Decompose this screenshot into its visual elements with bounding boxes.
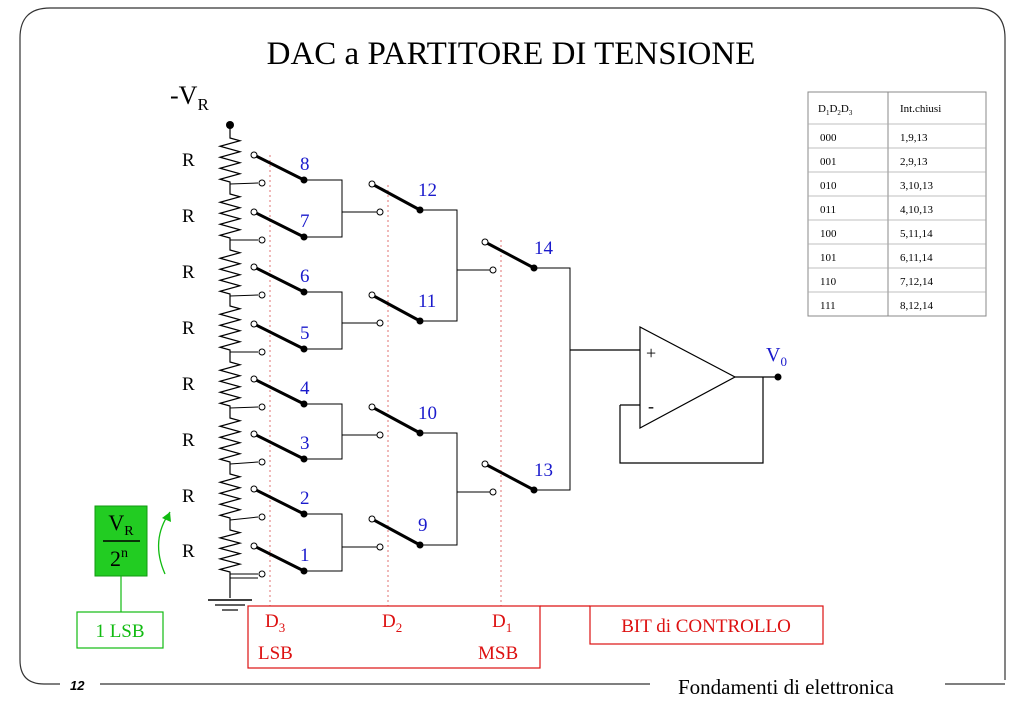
switch-label-1: 1 — [300, 545, 310, 566]
resistor-label: R — [182, 262, 195, 283]
switch-label-3: 3 — [300, 433, 310, 454]
resistor-label: R — [182, 430, 195, 451]
switch-7: 7 — [250, 208, 310, 244]
switch-8: 8 — [250, 151, 310, 187]
table-row-code: 011 — [820, 204, 836, 216]
table-row-code: 110 — [820, 276, 837, 288]
table-row-switches: 5,11,14 — [900, 228, 933, 240]
table-row-switches: 2,9,13 — [900, 156, 928, 168]
resistor-label: R — [182, 206, 195, 227]
table-row-switches: 1,9,13 — [900, 132, 928, 144]
bit-d2-label: D2 — [382, 611, 402, 635]
course-name: Fondamenti di elettronica — [678, 675, 894, 699]
table-row-code: 000 — [820, 132, 837, 144]
table-row-switches: 8,12,14 — [900, 300, 934, 312]
table-row-code: 010 — [820, 180, 837, 192]
opamp-minus: - — [648, 396, 654, 416]
switch-1: 1 — [250, 542, 310, 578]
switch-13: 13 — [481, 460, 553, 496]
switch-label-14: 14 — [534, 238, 554, 259]
switch-label-11: 11 — [418, 291, 436, 312]
switch-label-5: 5 — [300, 323, 310, 344]
table-row-switches: 4,10,13 — [900, 204, 934, 216]
switch-label-10: 10 — [418, 403, 437, 424]
slide-title: DAC a PARTITORE DI TENSIONE — [267, 36, 756, 72]
resistor-label: R — [182, 541, 195, 562]
table-header-code: D1D2D3 — [818, 103, 853, 117]
lsb-label: 1 LSB — [95, 621, 144, 642]
bit-d1-label: D1 — [492, 611, 512, 635]
bit-msb-note: MSB — [478, 643, 518, 664]
switch-11: 11 — [368, 291, 436, 327]
switch-label-2: 2 — [300, 488, 310, 509]
switch-12: 12 — [368, 180, 437, 216]
output-label: V0 — [766, 344, 787, 369]
supply-label: -VR — [170, 81, 209, 114]
switch-6: 6 — [250, 263, 310, 299]
switch-label-4: 4 — [300, 378, 310, 399]
table-row-code: 100 — [820, 228, 837, 240]
switch-5: 5 — [250, 320, 310, 356]
bit-labels: D3 LSB D2 D1 MSB BIT di CONTROLLO — [247, 605, 824, 669]
switch-3: 3 — [250, 430, 310, 466]
lsb-indicator: VR 2n 1 LSB — [76, 505, 171, 649]
switch-14: 14 — [481, 238, 554, 274]
resistor-ladder: R R R R R R R R — [182, 125, 259, 579]
switch-label-9: 9 — [418, 515, 428, 536]
switch-2: 2 — [250, 485, 310, 521]
switch-label-13: 13 — [534, 460, 553, 481]
switch-label-7: 7 — [300, 211, 310, 232]
table-row-code: 101 — [820, 252, 837, 264]
control-bits-label: BIT di CONTROLLO — [621, 616, 791, 637]
truth-table: D1D2D3 Int.chiusi 000 1,9,13 001 2,9,13 010 3… — [807, 91, 987, 317]
resistor-label: R — [182, 374, 195, 395]
lsb-denominator: 2n — [110, 546, 128, 571]
switch-network: 8 7 6 5 4 3 2 1 12 11 10 9 14 13 — [250, 151, 571, 578]
slide-frame-left — [19, 7, 60, 660]
bit-d3-label: D3 — [265, 611, 285, 635]
opamp: + - V0 — [570, 326, 787, 464]
switch-label-6: 6 — [300, 266, 310, 287]
resistor-label: R — [182, 486, 195, 507]
page-number: 12 — [70, 678, 85, 693]
table-header-switches: Int.chiusi — [900, 103, 941, 115]
switch-label-12: 12 — [418, 180, 437, 201]
bit-lsb-note: LSB — [258, 643, 293, 664]
table-row-switches: 6,11,14 — [900, 252, 933, 264]
table-row-switches: 7,12,14 — [900, 276, 934, 288]
switch-4: 4 — [250, 375, 310, 411]
switch-label-8: 8 — [300, 154, 310, 175]
slide-frame-right — [60, 7, 1006, 680]
table-row-code: 111 — [820, 300, 836, 312]
table-row-switches: 3,10,13 — [900, 180, 934, 192]
lsb-numerator: VR — [108, 510, 134, 539]
slide-frame-corner — [19, 659, 60, 685]
opamp-plus: + — [646, 343, 656, 363]
resistor-label: R — [182, 318, 195, 339]
ground-icon — [208, 578, 252, 611]
switch-9: 9 — [368, 515, 428, 551]
table-row-code: 001 — [820, 156, 837, 168]
resistor-label: R — [182, 150, 195, 171]
switch-10: 10 — [368, 403, 437, 439]
